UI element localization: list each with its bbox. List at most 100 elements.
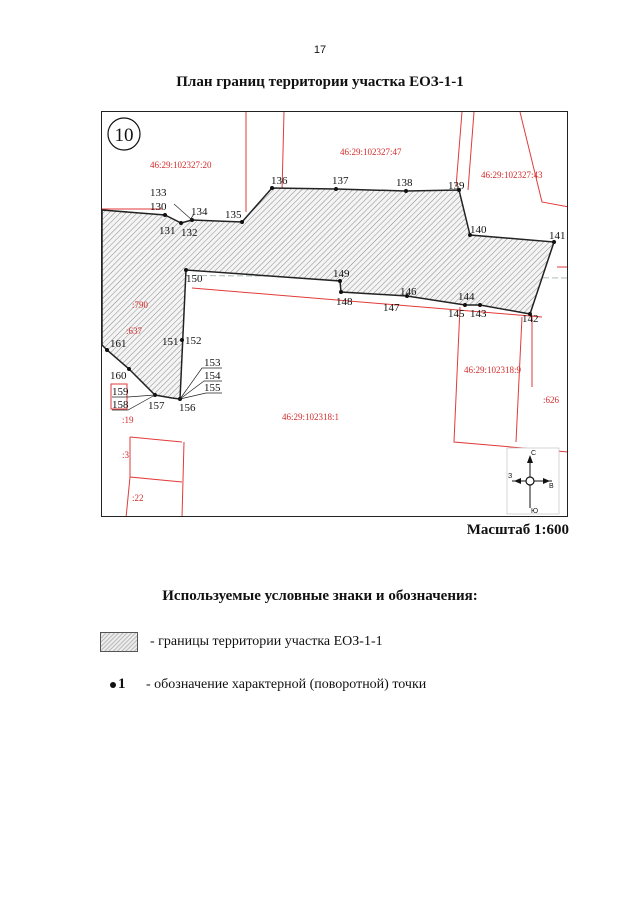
leader-134 bbox=[189, 213, 195, 221]
label-158: 158 bbox=[112, 399, 129, 411]
leader-154 bbox=[179, 380, 222, 400]
point-146 bbox=[405, 294, 409, 298]
label-135: 135 bbox=[225, 209, 242, 221]
leader-155 bbox=[179, 392, 222, 400]
label-145: 145 bbox=[448, 308, 465, 320]
label-150: 150 bbox=[186, 273, 203, 285]
label-157: 157 bbox=[148, 400, 165, 412]
parcel-line bbox=[281, 112, 285, 193]
leader-153 bbox=[179, 367, 222, 400]
parcel-label: :790 bbox=[132, 300, 149, 310]
legend-boundary-text: - границы территории участка ЕОЗ-1-1 bbox=[150, 634, 383, 649]
sheet-number-badge: 10 bbox=[107, 117, 141, 151]
label-154: 154 bbox=[204, 370, 221, 382]
cadastral-lines bbox=[102, 112, 567, 516]
hatch-swatch-icon bbox=[100, 632, 138, 652]
parcel-158-outline bbox=[110, 383, 128, 410]
label-140: 140 bbox=[470, 224, 487, 236]
parcel-line bbox=[467, 112, 475, 191]
label-131: 131 bbox=[159, 225, 176, 237]
legend-boundary: - границы территории участка ЕОЗ-1-1 bbox=[100, 632, 383, 652]
point-151 bbox=[180, 338, 184, 342]
parcel-line bbox=[191, 287, 543, 318]
boundary-map-svg: 133 130 134 131 132 135 136 137 138 139 … bbox=[102, 112, 567, 516]
label-152: 152 bbox=[185, 335, 202, 347]
point-136 bbox=[270, 186, 274, 190]
parcel-label: :637 bbox=[126, 326, 143, 336]
point-137 bbox=[334, 187, 338, 191]
label-138: 138 bbox=[396, 177, 413, 189]
sheet-number: 10 bbox=[115, 125, 134, 146]
legend-title: Используемые условные знаки и обозначени… bbox=[162, 588, 478, 604]
point-160 bbox=[127, 367, 131, 371]
parcel-label: :19 bbox=[122, 415, 134, 425]
label-134: 134 bbox=[191, 206, 208, 218]
label-137: 137 bbox=[332, 175, 349, 187]
parcel-line bbox=[515, 316, 523, 443]
parcel-label: :22 bbox=[132, 493, 144, 503]
legend-point: 1 - обозначение характерной (поворотной)… bbox=[110, 676, 426, 693]
parcel-line bbox=[519, 112, 567, 208]
label-160: 160 bbox=[110, 370, 127, 382]
compass-east: В bbox=[549, 483, 554, 490]
point-138 bbox=[404, 189, 408, 193]
point-149 bbox=[338, 279, 342, 283]
boundary-map: 133 130 134 131 132 135 136 137 138 139 … bbox=[101, 111, 568, 517]
label-147: 147 bbox=[383, 302, 400, 314]
page-number: 17 bbox=[313, 44, 327, 56]
leader-159 bbox=[112, 394, 156, 398]
leader-158 bbox=[112, 394, 156, 411]
parcel-line bbox=[125, 476, 131, 516]
label-153: 153 bbox=[204, 357, 221, 369]
parcel-line bbox=[455, 112, 463, 188]
parcel-line bbox=[181, 441, 185, 516]
label-136: 136 bbox=[271, 175, 288, 187]
point-130 bbox=[163, 213, 167, 217]
page-title: План границ территории участка ЕОЗ-1-1 bbox=[176, 74, 464, 90]
point-161 bbox=[105, 348, 109, 352]
label-144: 144 bbox=[458, 291, 475, 303]
leader-133 bbox=[173, 203, 193, 221]
compass-north: С bbox=[531, 450, 536, 457]
label-142: 142 bbox=[522, 313, 539, 325]
compass-icon: С Ю З В bbox=[506, 447, 560, 515]
label-151: 151 bbox=[162, 336, 179, 348]
point-140 bbox=[468, 233, 472, 237]
leader-lines bbox=[112, 203, 222, 411]
parcel-label: 46:29:102318:1 bbox=[282, 412, 339, 422]
label-133: 133 bbox=[150, 187, 167, 199]
label-139: 139 bbox=[448, 180, 465, 192]
point-148 bbox=[339, 290, 343, 294]
point-142 bbox=[528, 312, 532, 316]
parcel-line bbox=[129, 437, 183, 483]
label-156: 156 bbox=[179, 402, 196, 414]
point-141 bbox=[552, 240, 556, 244]
parcel-line bbox=[453, 306, 567, 453]
point-139 bbox=[457, 188, 461, 192]
point-135 bbox=[240, 220, 244, 224]
parcel-label: 46:29:102327:47 bbox=[340, 147, 402, 157]
label-146: 146 bbox=[400, 286, 417, 298]
label-155: 155 bbox=[204, 382, 221, 394]
compass-west: З bbox=[508, 473, 512, 480]
label-159: 159 bbox=[112, 386, 129, 398]
label-161: 161 bbox=[110, 338, 127, 350]
label-148: 148 bbox=[336, 296, 353, 308]
label-141: 141 bbox=[549, 230, 566, 242]
parcel-label: 46:29:102327:43 bbox=[481, 170, 543, 180]
map-scale: Масштаб 1:600 bbox=[466, 522, 569, 538]
parcel-label: 46:29:102327:20 bbox=[150, 160, 212, 170]
parcel-label: :626 bbox=[543, 395, 560, 405]
parcel-line bbox=[129, 436, 183, 443]
compass-south: Ю bbox=[531, 508, 538, 515]
legend-point-label: 1 bbox=[118, 676, 126, 692]
point-131 bbox=[179, 221, 183, 225]
point-150 bbox=[184, 268, 188, 272]
point-144 bbox=[463, 303, 467, 307]
parcel-label: 46:29:102318:9 bbox=[464, 365, 522, 375]
point-143 bbox=[478, 303, 482, 307]
label-132: 132 bbox=[181, 227, 198, 239]
label-149: 149 bbox=[333, 268, 350, 280]
parcel-label: :3 bbox=[122, 450, 130, 460]
label-143: 143 bbox=[470, 308, 487, 320]
